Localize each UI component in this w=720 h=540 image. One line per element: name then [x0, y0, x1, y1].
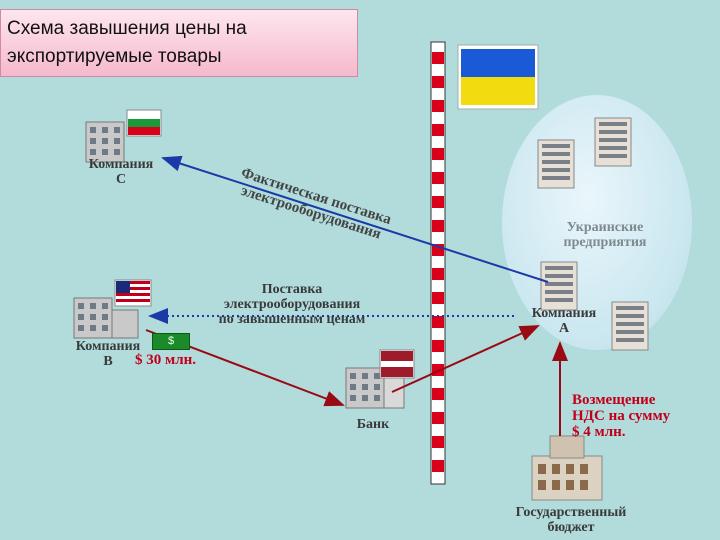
building-icon: [85, 121, 125, 163]
title-line-2: экспортируемые товары: [7, 46, 222, 67]
title-line-1: Схема завышения цены на: [7, 18, 247, 39]
building-icon: [540, 261, 578, 311]
payment-label: $ 30 млн.: [135, 352, 197, 368]
building-icon: [611, 301, 649, 351]
bulgaria-flag-icon: [126, 109, 162, 137]
building-icon: [537, 139, 575, 189]
latvia-flag-icon: [379, 349, 415, 379]
border-pole-icon: [430, 41, 446, 485]
title-box: Схема завышения цены на экспортируемые т…: [0, 9, 358, 77]
usa-flag-icon: [114, 279, 152, 307]
bank-to-company-a-arrow: [391, 325, 540, 393]
overpriced-delivery-label: Поставка электрооборудования по завышенн…: [218, 282, 366, 327]
bank-label: Банк: [356, 417, 390, 432]
dollar-bill-icon: $: [152, 333, 190, 350]
building-icon: [73, 297, 139, 339]
ukraine-flag-icon: [457, 44, 539, 110]
actual-delivery-arrow: [161, 155, 549, 283]
building-icon: [594, 117, 632, 167]
budget-building-icon: [531, 435, 603, 501]
